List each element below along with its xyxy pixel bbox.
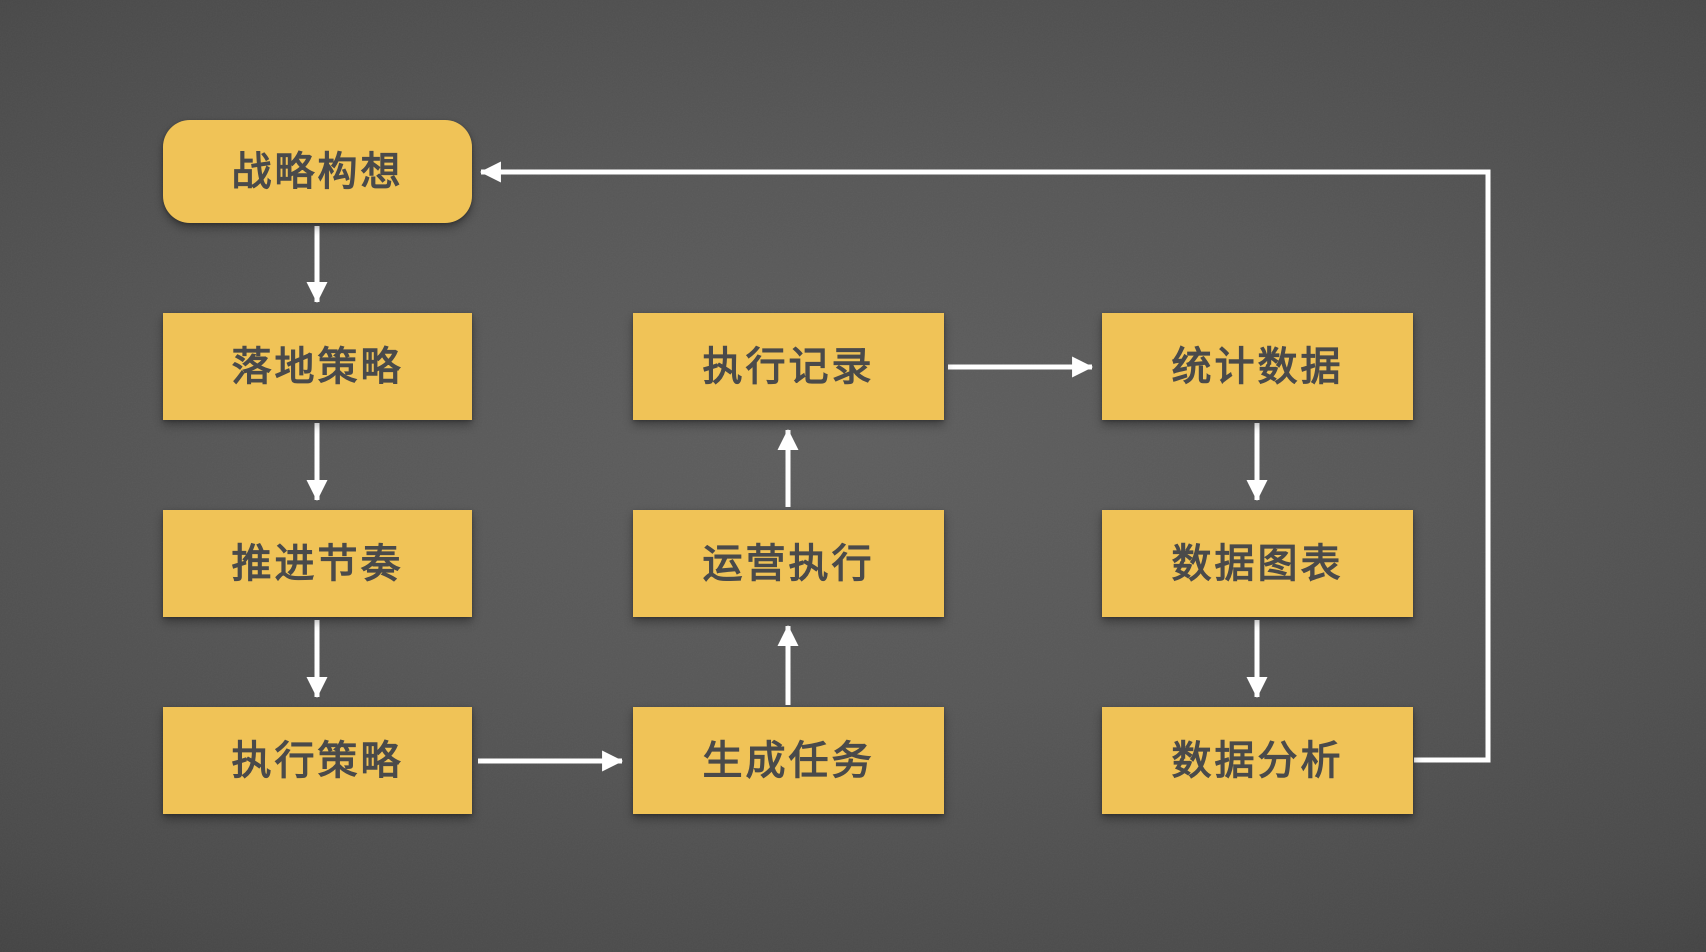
node-execution-record-label: 执行记录: [702, 344, 875, 389]
node-operation-execution-label: 运营执行: [702, 541, 875, 586]
node-data-charts-label: 数据图表: [1171, 541, 1344, 586]
node-statistics-data-label: 统计数据: [1171, 344, 1344, 389]
node-statistics-data[interactable]: 统计数据: [1102, 313, 1413, 420]
node-strategy-vision-label: 战略构想: [231, 149, 404, 194]
node-landing-strategy-label: 落地策略: [231, 344, 404, 389]
node-advance-rhythm-label: 推进节奏: [231, 541, 404, 586]
edge-analysis-to-vision-feedback: [479, 161, 1491, 763]
node-landing-strategy[interactable]: 落地策略: [163, 313, 472, 420]
node-execution-strategy[interactable]: 执行策略: [163, 707, 472, 814]
node-data-analysis[interactable]: 数据分析: [1102, 707, 1413, 814]
node-strategy-vision[interactable]: 战略构想: [163, 120, 472, 223]
node-execution-record[interactable]: 执行记录: [633, 313, 944, 420]
node-generate-tasks[interactable]: 生成任务: [633, 707, 944, 814]
node-generate-tasks-label: 生成任务: [702, 738, 875, 783]
node-data-analysis-label: 数据分析: [1171, 738, 1344, 783]
node-data-charts[interactable]: 数据图表: [1102, 510, 1413, 617]
node-operation-execution[interactable]: 运营执行: [633, 510, 944, 617]
node-advance-rhythm[interactable]: 推进节奏: [163, 510, 472, 617]
node-execution-strategy-label: 执行策略: [231, 738, 404, 783]
